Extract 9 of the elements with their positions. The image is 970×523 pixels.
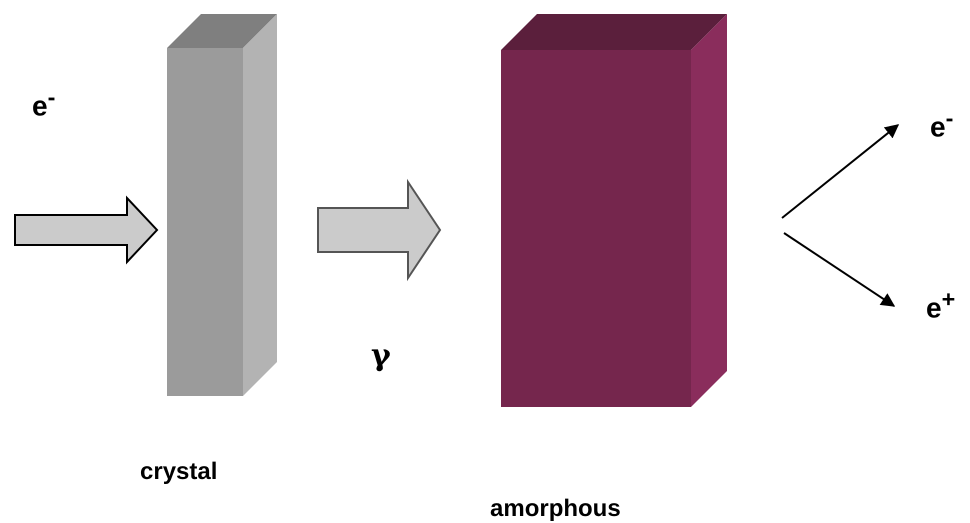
arrow xyxy=(783,232,896,307)
block-arrow xyxy=(317,178,442,282)
particle-label: e$^{-}$ xyxy=(32,84,56,122)
material-label: crystal xyxy=(140,458,218,486)
block-arrow xyxy=(14,195,158,265)
particle-label: e$^{-}$ xyxy=(930,105,954,144)
material-label: amorphous xyxy=(490,495,621,523)
arrow xyxy=(781,124,900,219)
particle-label: e$^{+}$ xyxy=(926,286,956,324)
